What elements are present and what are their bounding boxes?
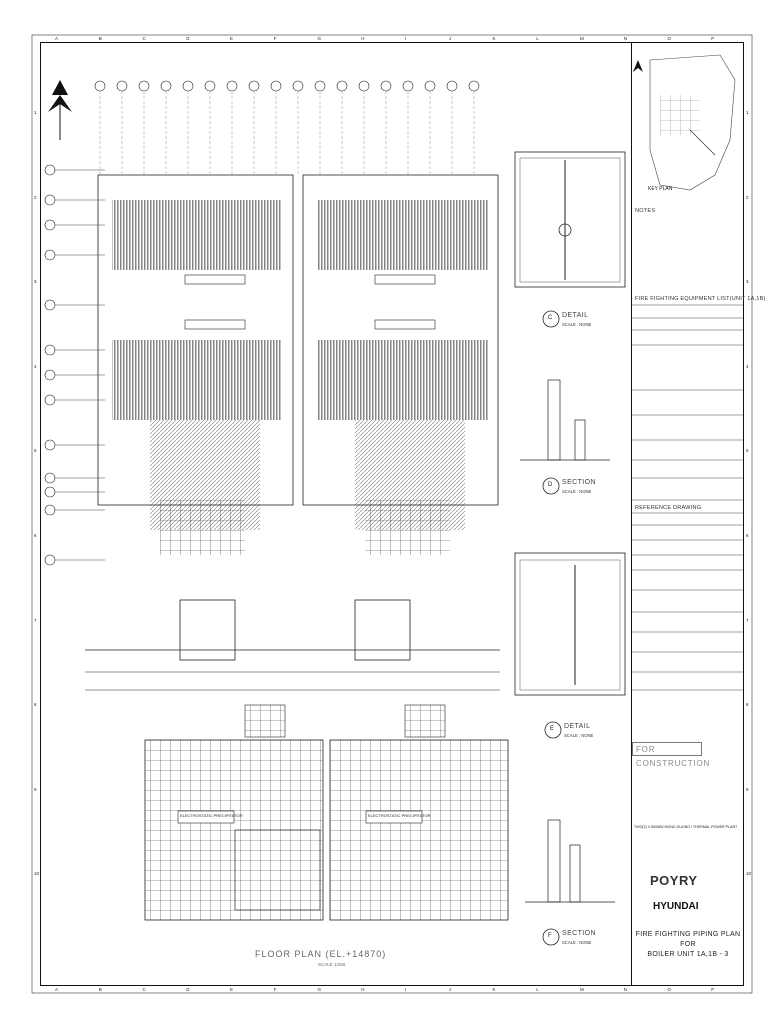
section-d-figure <box>520 379 610 495</box>
grid-col-label-top: G <box>317 36 322 41</box>
duct-band <box>85 649 500 691</box>
grid-col-label-top: P <box>711 36 715 41</box>
equipment-list-heading: FIRE FIGHTING EQUIPMENT LIST(UNIT 1A,1B) <box>635 296 766 302</box>
grid-col-label-top: B <box>98 36 102 41</box>
grid-col-label-bottom: J <box>448 987 451 992</box>
equipment-list-table <box>632 304 744 501</box>
section-d-title: SECTION <box>562 479 596 486</box>
grid-col-label-bottom: F <box>273 987 277 992</box>
grid-col-label-top: A <box>55 36 59 41</box>
key-plan-label: KEY PLAN <box>648 186 673 192</box>
grid-row-label-right: 10 <box>746 871 752 877</box>
precipitator-label-left: ELECTROSTATIC PRECIPITATOR <box>180 813 243 818</box>
drawing-title: FIRE FIGHTING PIPING PLAN FOR BOILER UNI… <box>634 930 742 960</box>
grid-col-label-top: I <box>405 36 407 41</box>
grid-col-label-top: M <box>580 36 584 41</box>
grid-row-label-left: 6 <box>34 533 37 538</box>
grid-row-label-right: 3 <box>746 279 749 285</box>
grid-row-label-left: 5 <box>34 448 37 454</box>
grid-col-label-top: J <box>448 36 451 41</box>
drawing-title-line2: BOILER UNIT 1A,1B - 3 <box>647 951 729 958</box>
precipitator-right <box>329 739 509 921</box>
grid-row-label-right: 9 <box>746 786 749 792</box>
grid-col-label-bottom: I <box>405 987 407 992</box>
row-grid-lines <box>44 164 105 566</box>
grid-row-label-left: 9 <box>34 786 37 792</box>
status-stamp: FOR CONSTRUCTION <box>632 742 709 768</box>
detail-c-title: DETAIL <box>562 312 589 319</box>
grid-col-label-bottom: L <box>536 987 539 992</box>
grid-col-label-bottom: M <box>580 987 584 992</box>
north-arrow-icon <box>48 80 72 140</box>
grid-row-label-left: 8 <box>34 702 37 708</box>
boiler-unit-1b <box>302 174 499 661</box>
reference-drawing-table <box>632 512 744 691</box>
grid-row-label-right: 7 <box>746 617 749 623</box>
notes-heading: NOTES <box>635 208 656 214</box>
grid-row-label-left: 1 <box>34 110 37 115</box>
grid-col-label-top: F <box>273 36 277 41</box>
section-f-scale: SCALE : NONE <box>562 940 592 945</box>
circle-f-label: F <box>548 933 552 939</box>
grid-row-label-left: 3 <box>34 279 37 285</box>
section-f-title: SECTION <box>562 930 596 937</box>
grid-row-label-left: 2 <box>34 194 37 200</box>
grid-row-label-left: 7 <box>34 617 37 623</box>
project-name: TWO(2) X 600MW MONG DUONG I THERMAL POWE… <box>634 825 738 829</box>
grid-col-label-bottom: N <box>623 987 627 992</box>
grid-col-label-bottom: O <box>667 987 672 992</box>
precipitator-label-right: ELECTROSTATIC PRECIPITATOR <box>368 813 431 818</box>
grid-row-label-right: 4 <box>746 363 749 369</box>
grid-row-label-right: 2 <box>746 194 749 200</box>
grid-col-label-bottom: D <box>186 987 190 992</box>
grid-col-label-bottom: H <box>361 987 365 992</box>
grid-col-label-top: L <box>536 36 539 41</box>
detail-e-scale: SCALE : NONE <box>564 733 594 738</box>
grid-col-label-bottom: B <box>98 987 102 992</box>
grid-row-label-right: 6 <box>746 533 749 538</box>
grid-col-label-top: D <box>186 36 190 41</box>
grid-col-label-bottom: K <box>492 987 496 992</box>
grid-col-label-top: N <box>623 36 627 41</box>
section-f-figure <box>525 819 615 946</box>
key-plan-north-icon <box>633 60 643 72</box>
grid-col-label-top: H <box>361 36 365 41</box>
circle-d-label: D <box>548 482 553 488</box>
grid-row-label-right: 8 <box>746 702 749 708</box>
detail-c-frame <box>514 151 626 328</box>
grid-bubble-row <box>94 80 480 175</box>
key-plan-sketch <box>649 54 736 191</box>
drawing-border <box>40 42 744 986</box>
grid-col-label-bottom: C <box>142 987 146 992</box>
circle-e-label: E <box>550 726 555 732</box>
circle-c-label: C <box>548 315 553 321</box>
detail-e-frame <box>514 552 626 739</box>
plan-scale: SCALE 1/250 <box>318 962 346 967</box>
poyry-logo: POYRY <box>650 873 698 888</box>
plan-title: FLOOR PLAN (EL.+14870) <box>255 949 387 959</box>
detail-c-scale: SCALE : NONE <box>562 322 592 327</box>
drawing-title-line1: FIRE FIGHTING PIPING PLAN FOR <box>635 931 741 948</box>
title-block <box>631 42 744 986</box>
boiler-unit-1a <box>97 174 294 661</box>
grid-col-label-bottom: A <box>55 987 59 992</box>
grid-col-label-bottom: G <box>317 987 322 992</box>
grid-col-label-top: E <box>230 36 234 41</box>
section-d-scale: SCALE : NONE <box>562 489 592 494</box>
grid-row-label-right: 5 <box>746 448 749 454</box>
grid-col-label-bottom: E <box>230 987 234 992</box>
grid-row-label-right: 1 <box>746 110 749 115</box>
grid-col-label-top: K <box>492 36 496 41</box>
grid-col-label-bottom: P <box>711 987 715 992</box>
grid-row-label-left: 10 <box>34 871 40 877</box>
hyundai-logo: HYUNDAI <box>653 901 699 912</box>
grid-col-label-top: C <box>142 36 146 41</box>
grid-row-label-left: 4 <box>34 363 37 369</box>
grid-col-label-top: O <box>667 36 672 41</box>
detail-e-title: DETAIL <box>564 723 591 730</box>
reference-heading: REFERENCE DRAWING <box>635 505 702 511</box>
